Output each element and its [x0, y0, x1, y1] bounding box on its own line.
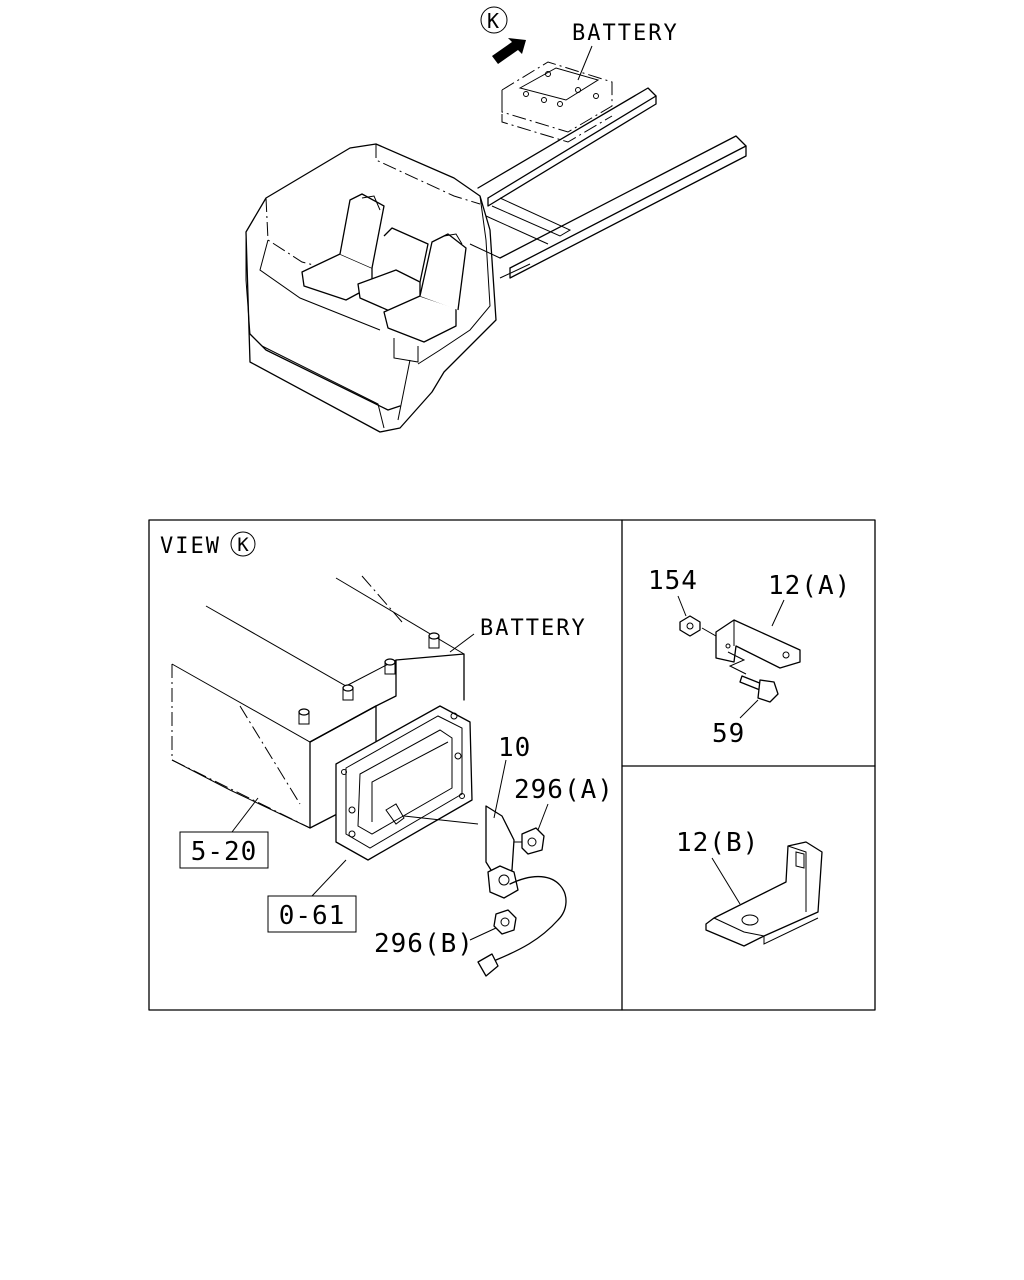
- battery-leader-detail: [449, 633, 475, 653]
- ref-box-5-20: 5-20: [179, 831, 269, 869]
- truck-overview-illustration: K BATTERY: [245, 6, 747, 433]
- ref-box-0-61: 0-61: [267, 895, 357, 933]
- part-154-label: 154: [648, 566, 698, 596]
- leader-10: [493, 759, 507, 819]
- part-296b-label: 296(B): [374, 929, 474, 959]
- leader-5-20: [231, 797, 259, 833]
- part-10-label: 10: [498, 733, 531, 763]
- view-title: VIEW: [160, 534, 221, 559]
- part-12b-label: 12(B): [676, 828, 759, 858]
- svg-text:5-20: 5-20: [191, 837, 258, 867]
- battery-label-detail: BATTERY: [480, 616, 587, 641]
- leader-154: [677, 595, 687, 617]
- part-59-label: 59: [712, 719, 745, 749]
- part-12a-label: 12(A): [768, 571, 851, 601]
- leader-296b: [469, 927, 497, 941]
- leader-0-61: [311, 859, 347, 897]
- battery-label-top: BATTERY: [572, 21, 679, 46]
- view-k-panel: VIEW K BATTERY: [148, 519, 876, 1011]
- view-direction-arrow-icon: [492, 38, 526, 64]
- battery-box-top: [501, 61, 613, 143]
- svg-text:K: K: [487, 9, 501, 33]
- cab-body: [245, 143, 497, 433]
- part-296a-label: 296(A): [514, 775, 614, 805]
- detail-b-panel: 12(B): [676, 828, 823, 947]
- view-k-marker: K: [480, 6, 508, 34]
- battery-terminals: [298, 632, 440, 725]
- cab-seats: [301, 193, 467, 363]
- battery-cover-tray: [335, 705, 479, 861]
- view-k-marker-panel: K: [230, 531, 256, 557]
- part-59-bolt: [739, 675, 779, 703]
- chassis-frame: [469, 87, 747, 279]
- leader-59: [739, 699, 759, 719]
- leader-12a: [771, 599, 785, 627]
- part-296a-nut: [514, 827, 545, 855]
- leader-12b: [711, 857, 741, 905]
- leader-296a: [537, 803, 549, 831]
- part-154-nut: [679, 615, 717, 637]
- battery-leader-top: [577, 45, 593, 81]
- part-10-relay: [477, 805, 567, 977]
- part-296b-nut: [493, 909, 517, 935]
- svg-text:0-61: 0-61: [279, 901, 346, 931]
- svg-text:K: K: [237, 534, 249, 556]
- detail-a-panel: 154 12(A) 59: [648, 566, 851, 749]
- part-12b-bracket: [705, 841, 823, 947]
- part-12a-bracket: [715, 619, 801, 675]
